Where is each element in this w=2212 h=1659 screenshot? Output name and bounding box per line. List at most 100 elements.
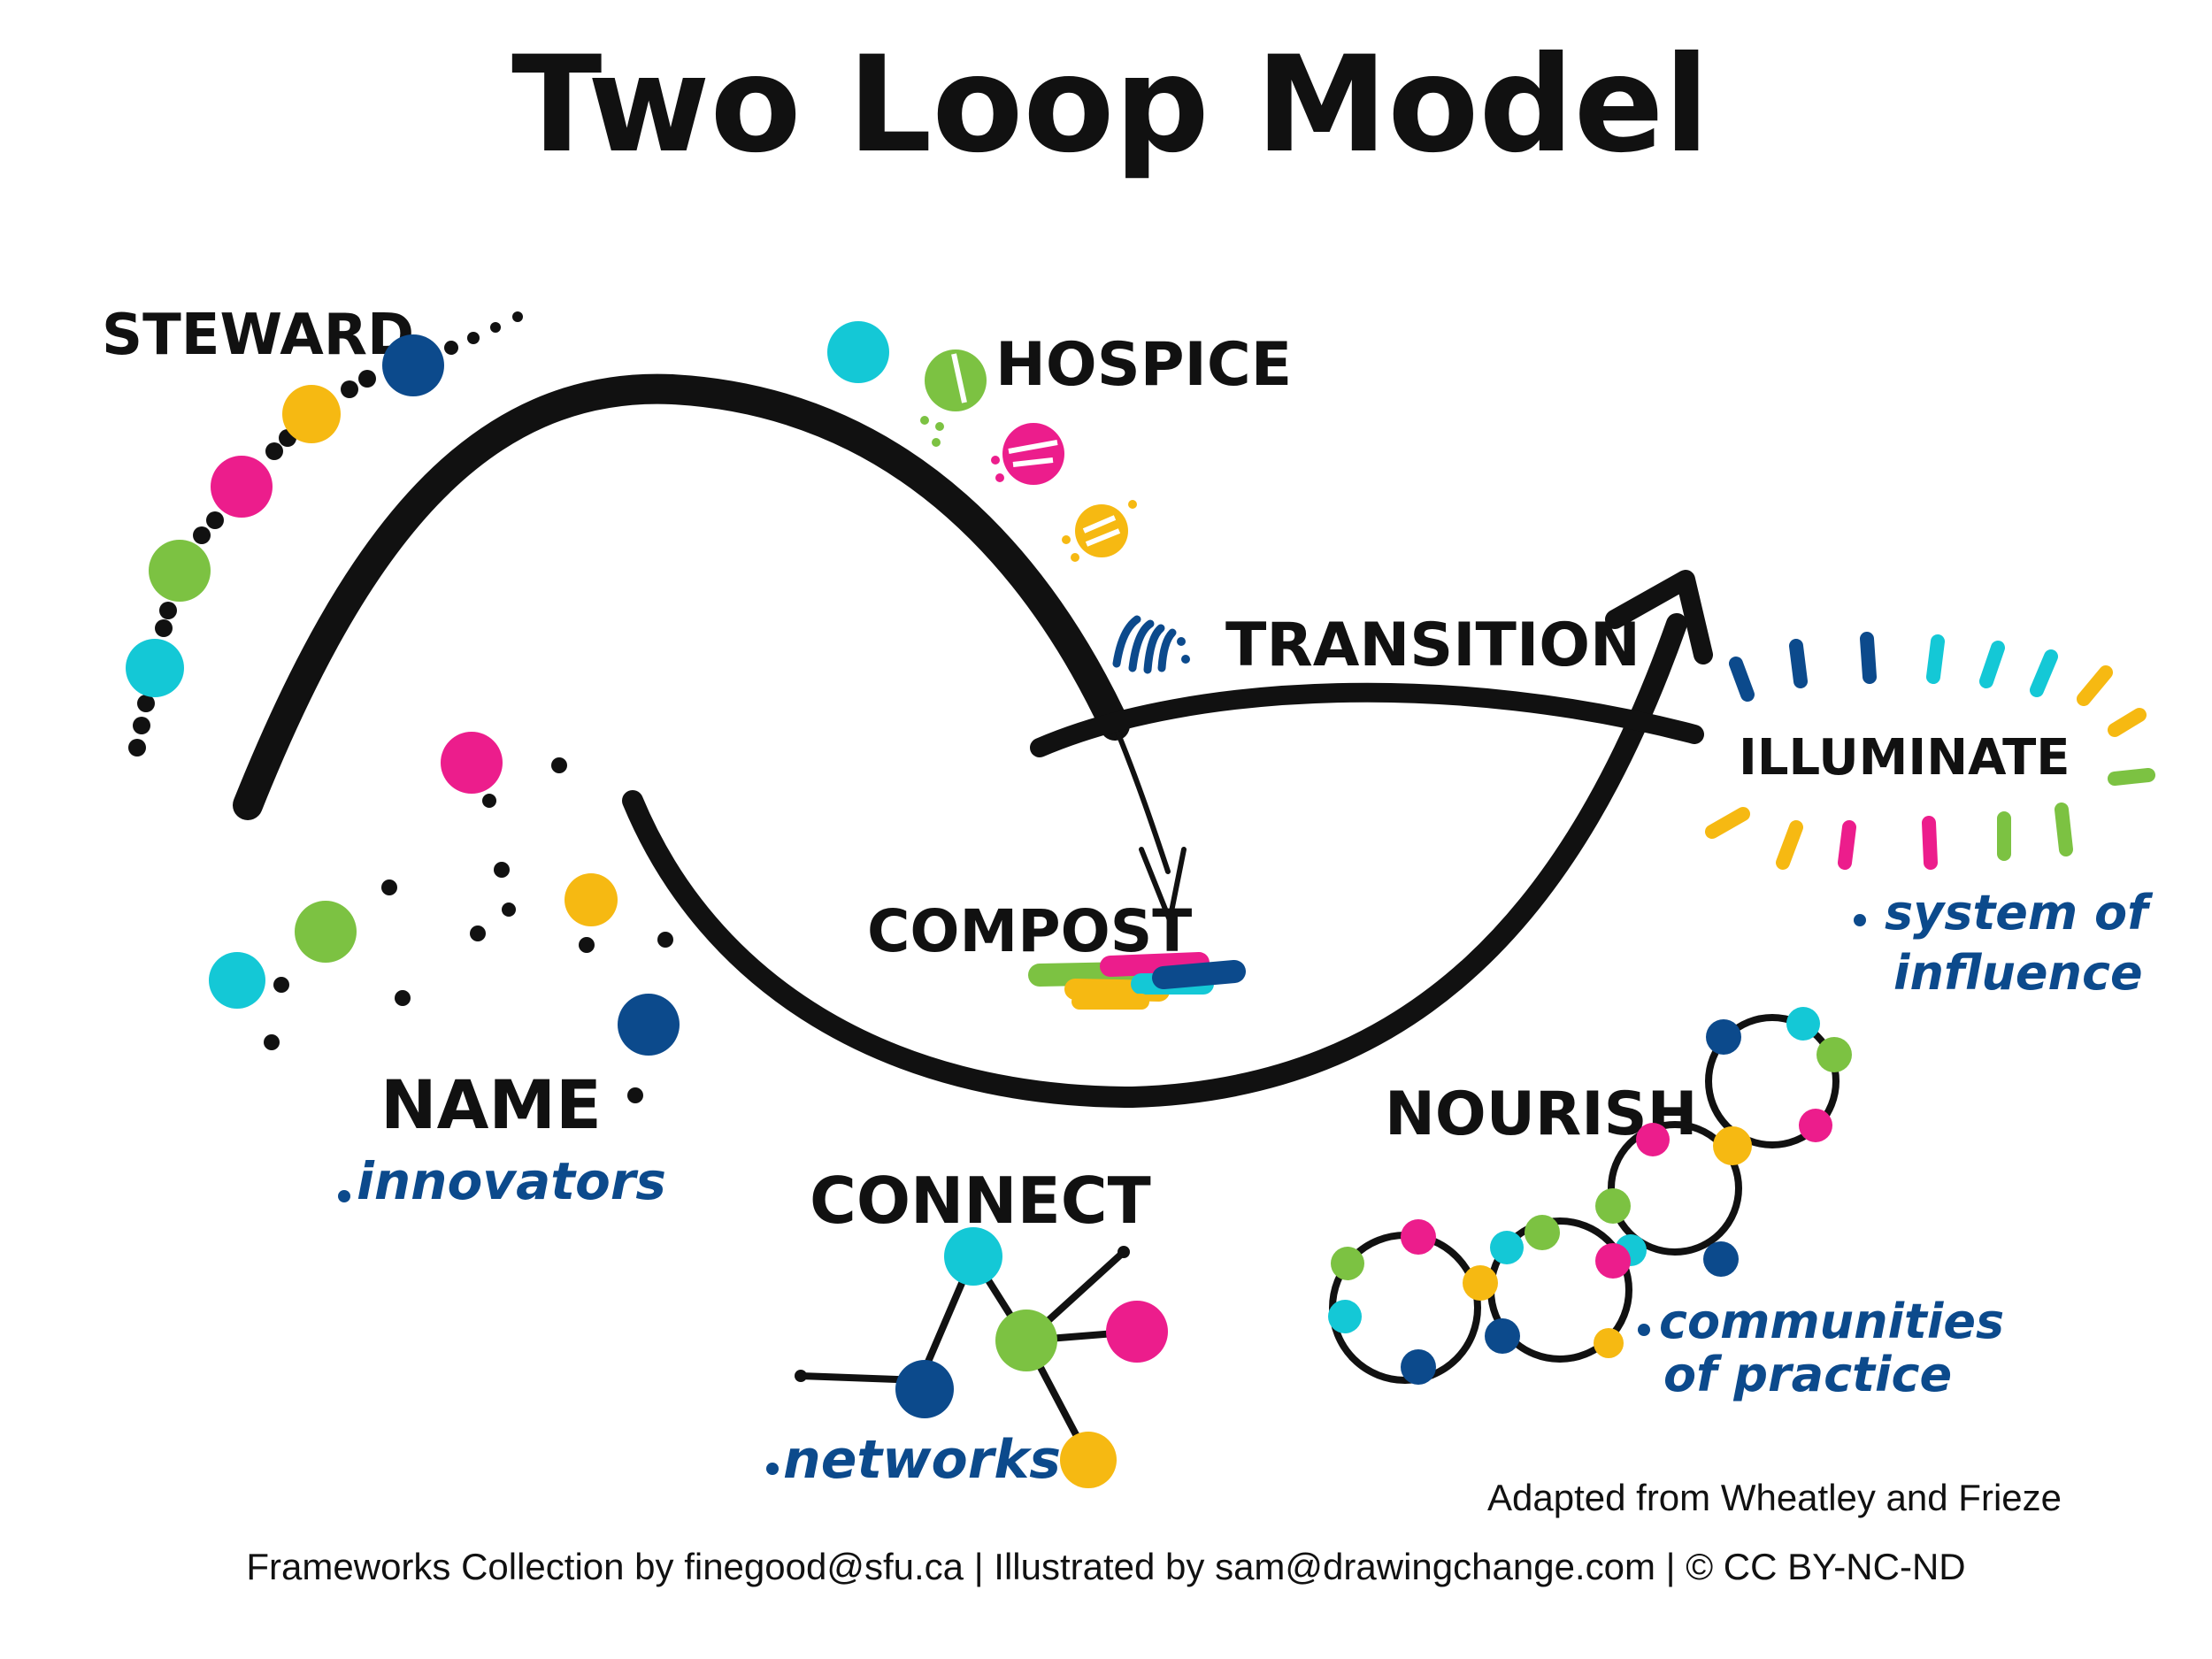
- steward-pink-bead: [211, 456, 273, 518]
- transition-label: TRANSITION: [1225, 611, 1640, 680]
- networks-note: networks: [766, 1429, 1061, 1491]
- scatter-dot: [579, 937, 595, 953]
- steward-label: STEWARD: [102, 303, 414, 368]
- old-loop-taper: [1112, 723, 1171, 874]
- emerging-system-loop: [622, 613, 1687, 1109]
- ring: [1608, 1121, 1742, 1256]
- network-end-dot: [1118, 1246, 1130, 1258]
- scatter-dot: [551, 757, 567, 773]
- connect-label: CONNECT: [810, 1164, 1151, 1238]
- chain-dot: [128, 739, 146, 757]
- nourish-rings: [1328, 1007, 1852, 1385]
- communities-note: communities of practice: [1638, 1294, 2004, 1402]
- scatter-dot: [273, 977, 289, 993]
- scatter-dot: [627, 1087, 643, 1103]
- ring-bead: [1595, 1188, 1631, 1224]
- networks-text: networks: [783, 1429, 1061, 1491]
- network-green-node: [995, 1310, 1057, 1371]
- steward-navy-bead: [382, 334, 444, 396]
- decay-speck: [1062, 535, 1071, 544]
- scatter-dot: [657, 932, 673, 948]
- chain-dot: [341, 380, 358, 398]
- ring-bead: [1463, 1265, 1498, 1301]
- transition-line: [1030, 682, 1704, 757]
- crack-mark: [951, 353, 967, 403]
- compost-arrowhead: [1139, 847, 1187, 923]
- chain-dot: [265, 442, 283, 460]
- system-of-influence-note: system of influence: [1854, 885, 2154, 1001]
- scatter-dot: [502, 902, 516, 917]
- communities-line2: of practice: [1663, 1347, 1952, 1402]
- chain-dot: [512, 311, 523, 322]
- hospice-cyan-bead: [827, 321, 889, 383]
- scatter-dot: [264, 1034, 280, 1050]
- old-system-loop: [233, 373, 1130, 820]
- chain-dot: [490, 322, 501, 333]
- system-of-influence-line2: influence: [1893, 945, 2143, 1001]
- transition-navy-fragment: [1112, 615, 1190, 674]
- name-cyan-bead: [209, 952, 265, 1009]
- hospice-yellow-bead: [1075, 504, 1128, 557]
- hospice-pink-bead: [1002, 423, 1064, 485]
- ring-bead: [1706, 1019, 1741, 1055]
- footer-credits: Frameworks Collection by finegood@sfu.ca…: [246, 1546, 1965, 1587]
- chain-dot: [467, 332, 480, 344]
- innovators-note: innovators: [338, 1151, 666, 1211]
- ring-bead: [1595, 1243, 1631, 1279]
- network-navy-node: [895, 1360, 954, 1418]
- network-pink-node: [1106, 1301, 1168, 1363]
- name-scatter: [209, 732, 680, 1103]
- emerging-arrowhead: [1605, 570, 1713, 664]
- scatter-dot: [494, 862, 510, 878]
- network-end-dot: [795, 1370, 807, 1382]
- chain-dot: [193, 526, 211, 544]
- steward-yellow-bead: [282, 385, 341, 443]
- ring-bead: [1485, 1318, 1520, 1354]
- ring-bead: [1328, 1300, 1362, 1333]
- steward-green-bead: [149, 540, 211, 602]
- ring-bead: [1490, 1231, 1524, 1264]
- chain-dot: [155, 619, 173, 637]
- steward-chain: [126, 311, 523, 757]
- diagram-title: Two Loop Model: [511, 28, 1709, 182]
- illuminate-label: ILLUMINATE: [1739, 729, 2070, 787]
- network-yellow-node: [1060, 1432, 1117, 1488]
- scatter-dot: [470, 926, 486, 941]
- decay-speck: [1071, 553, 1079, 562]
- adaptation-credit: Adapted from Wheatley and Frieze: [1487, 1477, 2062, 1518]
- chain-dot: [358, 370, 376, 388]
- chain-dot: [133, 717, 150, 734]
- system-of-influence-line1: system of: [1885, 885, 2154, 941]
- illuminate-rays: [1705, 632, 2155, 870]
- network-graph: [795, 1227, 1168, 1488]
- name-label: NAME: [380, 1065, 602, 1144]
- network-cyan-node: [944, 1227, 1002, 1286]
- scatter-dot: [395, 990, 411, 1006]
- ring-bead: [1786, 1007, 1820, 1041]
- ring-bead: [1525, 1215, 1560, 1250]
- hospice-label: HOSPICE: [995, 330, 1292, 400]
- decay-speck: [932, 438, 941, 447]
- crack-mark: [1082, 515, 1121, 547]
- ring-bead: [1331, 1247, 1364, 1280]
- scatter-dot: [381, 879, 397, 895]
- hospice-beads: [827, 321, 1190, 674]
- compost-label: COMPOST: [867, 897, 1192, 965]
- ring-bead: [1401, 1349, 1436, 1385]
- ring: [1705, 1014, 1839, 1148]
- name-green-bead: [295, 901, 357, 963]
- innovators-text: innovators: [357, 1151, 666, 1211]
- crack-mark: [1008, 440, 1058, 467]
- ring-bead: [1594, 1328, 1624, 1358]
- name-navy-bead: [618, 994, 680, 1056]
- ring-bead: [1703, 1241, 1739, 1277]
- name-yellow-bead: [565, 873, 618, 926]
- decay-speck: [1128, 500, 1137, 509]
- scatter-dot: [482, 794, 496, 808]
- decay-speck: [991, 456, 1000, 465]
- decay-speck: [935, 422, 944, 431]
- chain-dot: [206, 511, 224, 529]
- ring-bead: [1636, 1123, 1670, 1156]
- ring-bead: [1401, 1219, 1436, 1255]
